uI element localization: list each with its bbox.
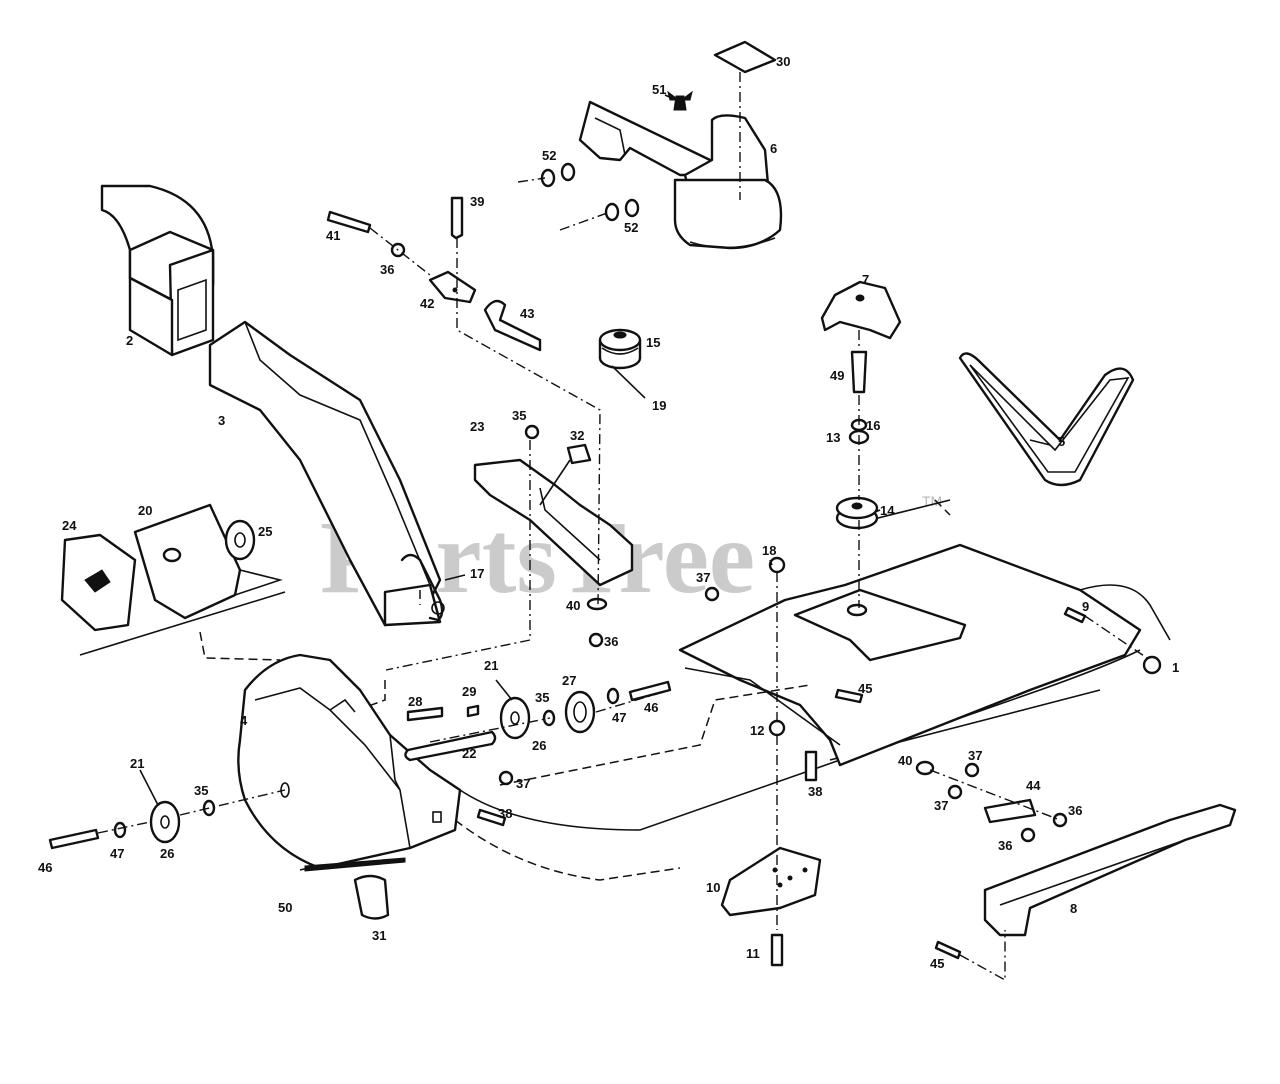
callout-labels: 1 2 3 4 5 6 7 8 9 10 11 12 13 14 15 16 1… bbox=[38, 54, 1179, 971]
callout-4: 4 bbox=[240, 713, 248, 728]
callout-52: 52 bbox=[542, 148, 556, 163]
callout-20: 20 bbox=[138, 503, 152, 518]
callout-7: 7 bbox=[862, 272, 869, 287]
part-2-elbow-chute bbox=[100, 184, 215, 357]
callout-37b: 37 bbox=[516, 776, 530, 791]
part-8-rail bbox=[983, 803, 1237, 937]
part-29-key bbox=[466, 704, 480, 718]
callout-8: 8 bbox=[1070, 901, 1077, 916]
leader-lines bbox=[139, 94, 1051, 871]
callout-47b: 47 bbox=[110, 846, 124, 861]
fasteners bbox=[48, 162, 1162, 967]
callout-35c: 35 bbox=[194, 783, 208, 798]
callout-31: 31 bbox=[372, 928, 386, 943]
callout-1: 1 bbox=[1172, 660, 1179, 675]
callout-45b: 45 bbox=[930, 956, 944, 971]
callout-39: 39 bbox=[470, 194, 484, 209]
part-20-blade bbox=[133, 503, 283, 620]
callout-13: 13 bbox=[826, 430, 840, 445]
part-3-long-chute bbox=[208, 320, 442, 627]
part-27-pulley bbox=[564, 690, 596, 734]
callout-37d: 37 bbox=[934, 798, 948, 813]
callout-21b: 21 bbox=[130, 756, 144, 771]
callout-28: 28 bbox=[408, 694, 422, 709]
callout-14: 14 bbox=[880, 503, 895, 518]
part-44-link bbox=[983, 798, 1037, 824]
callout-52b: 52 bbox=[624, 220, 638, 235]
callout-19: 19 bbox=[652, 398, 666, 413]
callout-46b: 46 bbox=[38, 860, 52, 875]
callout-27: 27 bbox=[562, 673, 576, 688]
callout-35b: 35 bbox=[535, 690, 549, 705]
part-10-bracket bbox=[720, 846, 822, 917]
callout-6: 6 bbox=[770, 141, 777, 156]
callout-37: 37 bbox=[696, 570, 710, 585]
part-4-blower-housing bbox=[237, 653, 462, 870]
callout-3: 3 bbox=[218, 413, 225, 428]
callout-16: 16 bbox=[866, 418, 880, 433]
callout-50: 50 bbox=[278, 900, 292, 915]
callout-10: 10 bbox=[706, 880, 720, 895]
part-42-bracket bbox=[428, 270, 477, 304]
part-5-belt bbox=[958, 352, 1135, 487]
deck-outline bbox=[79, 499, 1171, 881]
part-23-bracket bbox=[473, 443, 634, 587]
part-30-decal bbox=[713, 40, 777, 74]
callout-12: 12 bbox=[750, 723, 764, 738]
callout-2: 2 bbox=[126, 333, 133, 348]
part-7-cover bbox=[820, 280, 902, 340]
callout-32: 32 bbox=[570, 428, 584, 443]
part-25-hub bbox=[224, 519, 256, 561]
callout-38b: 38 bbox=[498, 806, 512, 821]
part-22-shaft bbox=[404, 730, 497, 762]
callout-26b: 26 bbox=[160, 846, 174, 861]
part-21b-hub bbox=[149, 800, 181, 844]
part-43-bracket bbox=[483, 299, 542, 352]
callout-47: 47 bbox=[612, 710, 626, 725]
part-14-idler-pulley bbox=[835, 496, 879, 530]
part-15-pulley bbox=[598, 328, 642, 370]
part-17-handle bbox=[400, 553, 445, 622]
callout-44: 44 bbox=[1026, 778, 1041, 793]
callout-25: 25 bbox=[258, 524, 272, 539]
callout-9: 9 bbox=[1082, 599, 1089, 614]
callout-18: 18 bbox=[762, 543, 776, 558]
callout-38: 38 bbox=[808, 784, 822, 799]
callout-49: 49 bbox=[830, 368, 844, 383]
callout-22: 22 bbox=[462, 746, 476, 761]
callout-24: 24 bbox=[62, 518, 77, 533]
callout-40b: 40 bbox=[898, 753, 912, 768]
callout-29: 29 bbox=[462, 684, 476, 699]
part-31-decal bbox=[353, 874, 390, 920]
callout-15: 15 bbox=[646, 335, 660, 350]
callout-11: 11 bbox=[746, 946, 760, 961]
callout-35: 35 bbox=[512, 408, 526, 423]
callout-46: 46 bbox=[644, 700, 658, 715]
part-21-hub bbox=[499, 696, 531, 740]
part-51-wing-nut bbox=[667, 90, 693, 111]
callout-42: 42 bbox=[420, 296, 434, 311]
callout-23: 23 bbox=[470, 419, 484, 434]
part-6-handle-bracket bbox=[578, 100, 783, 250]
callout-36b: 36 bbox=[604, 634, 618, 649]
part-28-key bbox=[406, 706, 444, 722]
callout-36c: 36 bbox=[998, 838, 1012, 853]
callout-40: 40 bbox=[566, 598, 580, 613]
callout-36d: 36 bbox=[1068, 803, 1082, 818]
main-deck-plate bbox=[678, 543, 1142, 767]
callout-30: 30 bbox=[776, 54, 790, 69]
callout-21: 21 bbox=[484, 658, 498, 673]
callout-17: 17 bbox=[470, 566, 484, 581]
callout-37c: 37 bbox=[968, 748, 982, 763]
callout-26: 26 bbox=[532, 738, 546, 753]
assembly-lines bbox=[97, 72, 1151, 982]
callout-41: 41 bbox=[326, 228, 340, 243]
callout-36: 36 bbox=[380, 262, 394, 277]
callout-43: 43 bbox=[520, 306, 534, 321]
part-24-plate bbox=[60, 533, 137, 632]
callout-45: 45 bbox=[858, 681, 872, 696]
callout-51: 51 bbox=[652, 82, 666, 97]
callout-5: 5 bbox=[1058, 434, 1065, 449]
